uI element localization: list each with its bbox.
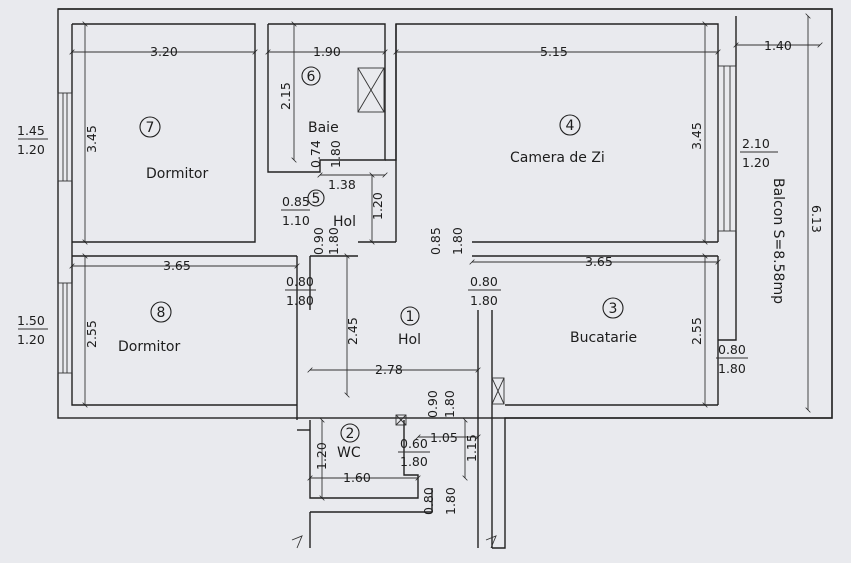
dim-0-80-bottom: 0.80 — [421, 487, 436, 515]
room-1-circle — [400, 306, 420, 326]
dim-1-80-c: 1.80 — [442, 390, 457, 418]
shaft-box-wc — [395, 414, 407, 426]
door-balcony-width: 0.80 — [718, 342, 746, 357]
door-wc-width: 0.60 — [400, 436, 428, 451]
room-2-circle — [340, 423, 360, 443]
window-left-bottom-width: 1.50 — [17, 313, 45, 328]
dim-0-90-a: 0.90 — [311, 227, 326, 255]
dim-3-45-right: 3.45 — [689, 122, 704, 150]
window-left-top-width: 1.45 — [17, 123, 45, 138]
door-balcony-height: 1.80 — [718, 361, 746, 376]
dim-6-13: 6.13 — [809, 205, 824, 233]
wall-baie — [267, 23, 386, 173]
room-1-number: 1 — [406, 309, 415, 325]
dim-1-20-wc: 1.20 — [314, 442, 329, 470]
dim-1-15: 1.15 — [464, 434, 479, 462]
door-kitchen-width: 0.80 — [470, 274, 498, 289]
window-right — [717, 65, 737, 232]
window-right-height: 1.20 — [742, 155, 770, 170]
door-kitchen-height: 1.80 — [470, 293, 498, 308]
room-6-circle — [301, 66, 321, 86]
dim-1-05: 1.05 — [430, 430, 458, 445]
room-8-name: Dormitor — [118, 339, 180, 355]
door-dorm8-height: 1.80 — [286, 293, 314, 308]
dim-3-45-left: 3.45 — [84, 125, 99, 153]
room-6-name: Baie — [308, 120, 339, 136]
room-8-circle — [150, 301, 172, 323]
door-baie-height: 1.10 — [282, 213, 310, 228]
dim-3-20: 3.20 — [150, 44, 178, 59]
room-3-number: 3 — [609, 301, 618, 317]
room-8-number: 8 — [157, 305, 166, 321]
room-1-name: Hol — [398, 332, 421, 348]
dim-3-65-right: 3.65 — [585, 254, 613, 269]
walls — [57, 8, 833, 549]
dim-2-55-left: 2.55 — [84, 320, 99, 348]
room-7-circle — [139, 116, 161, 138]
dim-1-60: 1.60 — [343, 470, 371, 485]
room-4-number: 4 — [566, 118, 575, 134]
dim-2-45: 2.45 — [345, 317, 360, 345]
opening-labels: 1.45 1.20 1.50 1.20 2.10 1.20 0.85 1.10 … — [17, 123, 770, 469]
room-6-number: 6 — [307, 69, 316, 85]
shaft-box-kitchen — [491, 377, 505, 405]
window-right-width: 2.10 — [742, 136, 770, 151]
dim-0-85: 0.85 — [428, 227, 443, 255]
room-2-number: 2 — [346, 426, 355, 442]
dim-1-38: 1.38 — [328, 177, 356, 192]
room-3-name: Bucatarie — [570, 330, 637, 346]
room-7-name: Dormitor — [146, 166, 208, 182]
window-left-top — [57, 92, 73, 182]
dim-1-80-baie: 1.80 — [328, 140, 343, 168]
wall-balcony — [718, 16, 737, 341]
door-wc-height: 1.80 — [400, 454, 428, 469]
dim-5-15: 5.15 — [540, 44, 568, 59]
dim-3-65-left: 3.65 — [163, 258, 191, 273]
window-left-bottom — [57, 282, 73, 374]
door-baie-width: 0.85 — [282, 194, 310, 209]
dim-1-80-a: 1.80 — [326, 227, 341, 255]
dim-2-78: 2.78 — [375, 362, 403, 377]
room-5-number: 5 — [312, 191, 321, 207]
room-4-name: Camera de Zi — [510, 150, 605, 166]
window-left-bottom-height: 1.20 — [17, 332, 45, 347]
wall-wc — [309, 420, 419, 499]
dim-0-90-b: 0.90 — [425, 390, 440, 418]
dim-1-80-bottom: 1.80 — [443, 487, 458, 515]
dim-0-74: 0.74 — [308, 140, 323, 168]
dim-1-40: 1.40 — [764, 38, 792, 53]
room-7-number: 7 — [146, 120, 155, 136]
room-5-name: Hol — [333, 214, 356, 230]
outer-wall — [58, 8, 833, 549]
dim-2-15: 2.15 — [278, 82, 293, 110]
room-3-circle — [602, 297, 624, 319]
shaft-box-baie — [357, 67, 385, 113]
inner-wall-outline — [71, 24, 297, 406]
window-left-top-height: 1.20 — [17, 142, 45, 157]
dimension-texts: 3.20 1.90 5.15 1.40 3.45 2.15 3.45 6.13 … — [84, 38, 824, 515]
inner-wall-dorm7 — [72, 23, 256, 243]
balcony-label: Balcon S=8.58mp — [770, 178, 786, 304]
break-line-right — [485, 535, 497, 549]
door-dorm8-width: 0.80 — [286, 274, 314, 289]
dim-1-80-b: 1.80 — [450, 227, 465, 255]
dim-1-90: 1.90 — [313, 44, 341, 59]
room-labels: 7 Dormitor 6 Baie 5 Hol 4 Camera de Zi 8… — [118, 66, 786, 461]
break-line-left — [291, 535, 303, 549]
room-4-circle — [559, 114, 581, 136]
outer-wall-frame — [57, 8, 833, 419]
dim-2-55-right: 2.55 — [689, 317, 704, 345]
room-5-circle — [307, 189, 325, 207]
room-2-name: WC — [337, 445, 361, 461]
dim-1-20-hol: 1.20 — [370, 192, 385, 220]
dimension-lines — [18, 16, 820, 498]
